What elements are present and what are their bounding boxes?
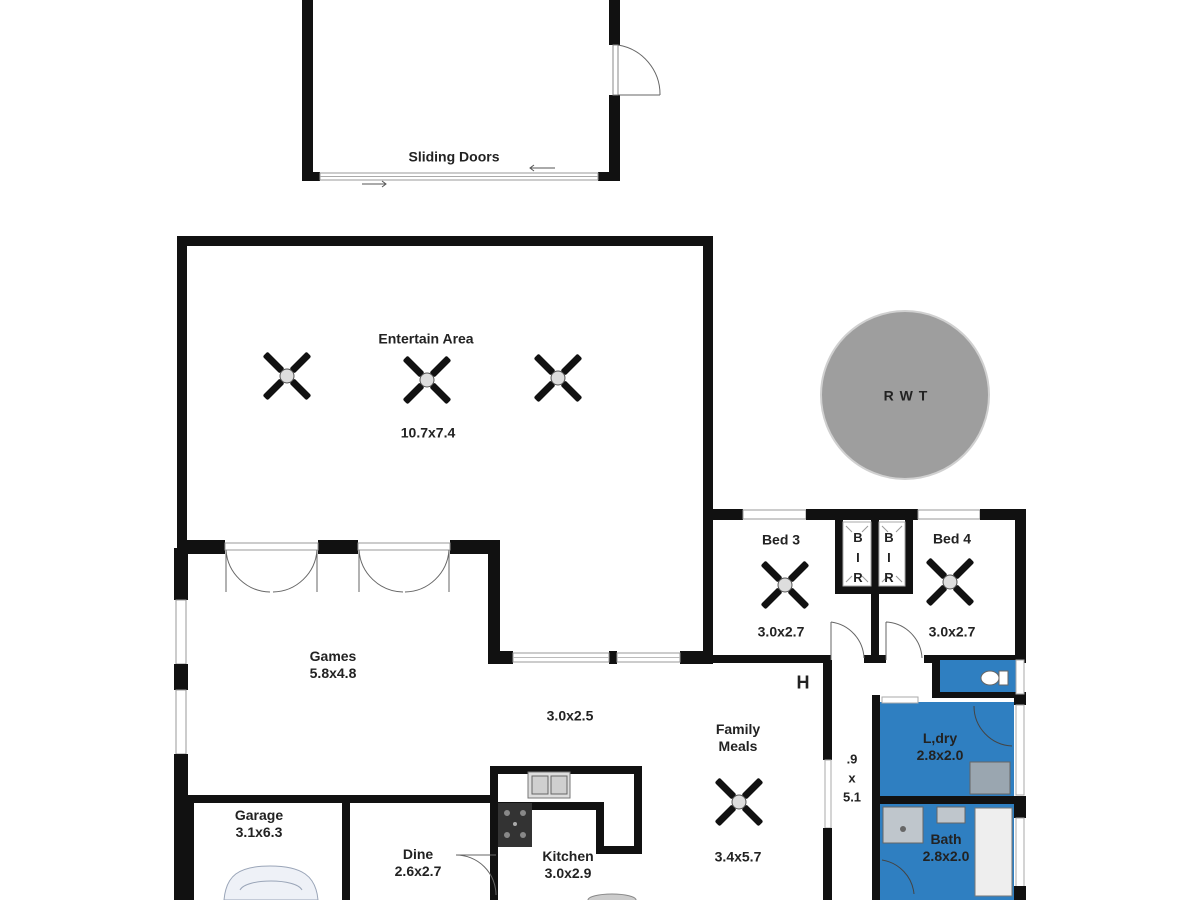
bir-doors[interactable] — [842, 521, 906, 587]
toilet — [932, 659, 1026, 698]
shed — [302, 0, 661, 188]
ceiling-fan-icon — [715, 778, 763, 826]
games-sliders[interactable] — [512, 652, 681, 663]
bed4-name: Bed 4 — [932, 530, 972, 547]
family-meals-dims: 3.4x5.7 — [714, 848, 762, 865]
entertain-walls — [177, 236, 713, 664]
sliding-doors[interactable] — [319, 164, 599, 188]
lower-walls — [186, 766, 642, 900]
sliding-doors-label: Sliding Doors — [408, 148, 500, 165]
hall-label: H — [796, 672, 810, 693]
bed-doors[interactable] — [830, 621, 923, 660]
car-icon — [223, 865, 319, 900]
french-doors-right[interactable] — [357, 542, 451, 593]
bed3-name: Bed 3 — [761, 531, 801, 548]
rainwater-tank — [820, 310, 990, 480]
dine-door[interactable] — [455, 854, 497, 896]
corridor-walls — [823, 660, 832, 900]
laundry — [872, 695, 1026, 900]
rwt-label: R W T — [883, 387, 929, 404]
ceiling-fan-icon — [263, 352, 311, 400]
entertain-area-name: Entertain Area — [378, 330, 474, 347]
ceiling-fan-icon — [534, 354, 582, 402]
french-doors-left[interactable] — [224, 542, 319, 593]
games-west-wall — [174, 548, 188, 900]
bath — [880, 804, 1026, 900]
passage-dims: 3.0x2.5 — [546, 707, 594, 724]
ceiling-fan-icon — [761, 561, 809, 609]
bedroom-walls — [703, 509, 1026, 663]
kitchen-fixtures — [498, 771, 637, 900]
ceiling-fan-icon — [926, 558, 974, 606]
bed3-dims: 3.0x2.7 — [757, 623, 805, 640]
ceiling-fan-icon — [403, 356, 451, 404]
cooktop-icon — [498, 803, 532, 847]
bed4-dims: 3.0x2.7 — [928, 623, 976, 640]
shed-door[interactable] — [612, 44, 661, 96]
entertain-area-dims: 10.7x7.4 — [400, 424, 456, 441]
